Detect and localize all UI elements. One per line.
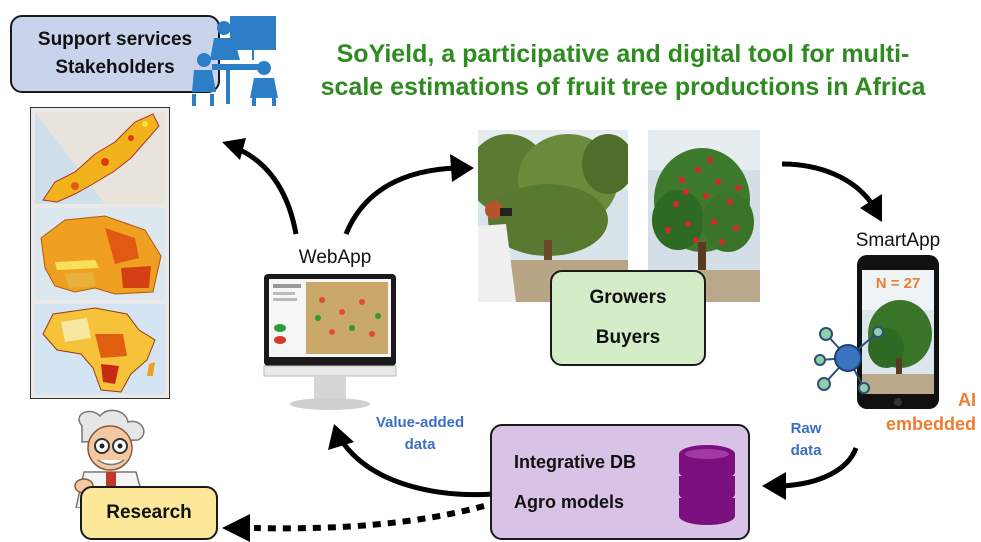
- meeting-icon: [192, 16, 278, 106]
- page-title: SoYield, a participative and digital too…: [278, 38, 968, 104]
- ai-line-2: embedded: [885, 414, 976, 434]
- arrow-growers-to-smartapp: [781, 161, 882, 222]
- network-icon: [814, 326, 884, 394]
- value-added-data-label: Value-added data: [360, 412, 480, 456]
- raw-data-label: Raw data: [776, 418, 836, 462]
- arrow-db-to-webapp: [328, 424, 495, 498]
- ai-line-1: AI: [958, 390, 976, 410]
- support-line-2: Stakeholders: [55, 57, 175, 78]
- research-box: Research: [80, 486, 218, 540]
- growers-label: Growers: [589, 287, 667, 308]
- scientist-icon: [74, 409, 147, 508]
- raw-line-2: data: [790, 442, 822, 459]
- database-icon: [679, 445, 735, 525]
- arrow-smartapp-to-db: [762, 446, 859, 500]
- map-icon: [35, 112, 165, 204]
- arrow-webapp-to-support: [222, 138, 299, 235]
- map-panel: [30, 107, 170, 399]
- ai-embedded-label: AI embedded: [856, 388, 976, 436]
- map-icon: [35, 208, 165, 300]
- map-icon: [35, 304, 165, 394]
- support-services-box: Support services Stakeholders: [10, 15, 220, 93]
- buyers-label: Buyers: [595, 327, 661, 348]
- raw-line-1: Raw: [790, 420, 822, 437]
- monitor-icon: [263, 274, 397, 410]
- title-line-1: SoYield, a participative and digital too…: [336, 40, 910, 68]
- arrow-db-to-research: [222, 503, 485, 542]
- arrow-webapp-to-growers: [343, 154, 474, 235]
- support-line-1: Support services: [37, 29, 193, 50]
- db-line-1: Integrative DB: [514, 452, 637, 472]
- smartapp-label: SmartApp: [855, 230, 941, 251]
- value-added-line-1: Value-added: [375, 414, 465, 431]
- growers-buyers-box: Growers Buyers: [550, 270, 706, 366]
- value-added-line-2: data: [404, 436, 436, 453]
- db-line-2: Agro models: [514, 492, 625, 512]
- webapp-label: WebApp: [298, 247, 372, 268]
- phone-count-label: N = 27: [875, 275, 921, 292]
- research-label: Research: [106, 502, 192, 523]
- title-line-2: scale estimations of fruit tree producti…: [320, 73, 926, 101]
